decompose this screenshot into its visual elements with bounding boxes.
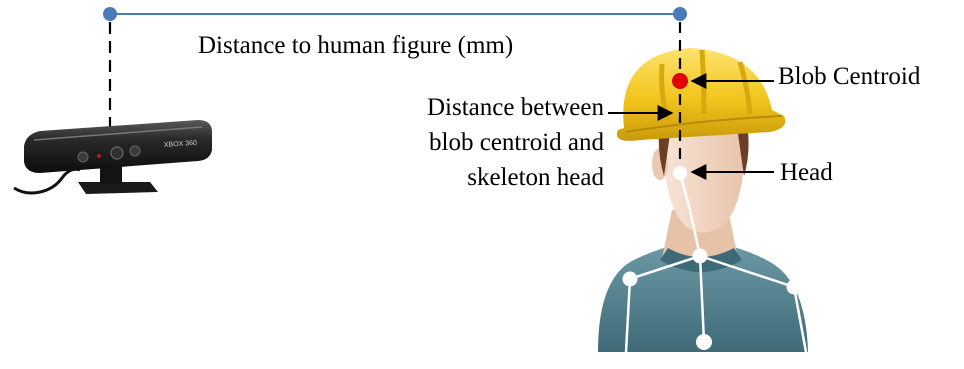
joint-head (673, 166, 687, 180)
sensor-lens-1 (78, 152, 88, 162)
label-distance-between-line-2: blob centroid and (370, 125, 604, 160)
joint-spine (696, 334, 712, 350)
measure-endpoint-left (103, 7, 117, 21)
measurement-line (103, 7, 687, 21)
sensor-lens-3 (130, 146, 140, 156)
label-blob-centroid: Blob Centroid (778, 62, 920, 92)
joint-shoulder-left (623, 272, 638, 287)
label-distance-between-line-1: Distance between (370, 90, 604, 125)
joint-shoulder-right (787, 280, 802, 295)
joint-neck (693, 249, 708, 264)
label-distance-between-line-3: skeleton head (370, 160, 604, 195)
sensor-led (97, 154, 101, 158)
measure-endpoint-right (673, 7, 687, 21)
label-distance-between: Distance between blob centroid and skele… (370, 90, 604, 195)
label-distance-to-figure: Distance to human figure (mm) (198, 31, 513, 61)
kinect-sensor: XBOX 360 (14, 120, 212, 194)
sensor-cable (14, 169, 80, 193)
sensor-lens-2 (111, 147, 123, 159)
blob-centroid-marker (672, 73, 688, 89)
label-head: Head (780, 158, 833, 188)
